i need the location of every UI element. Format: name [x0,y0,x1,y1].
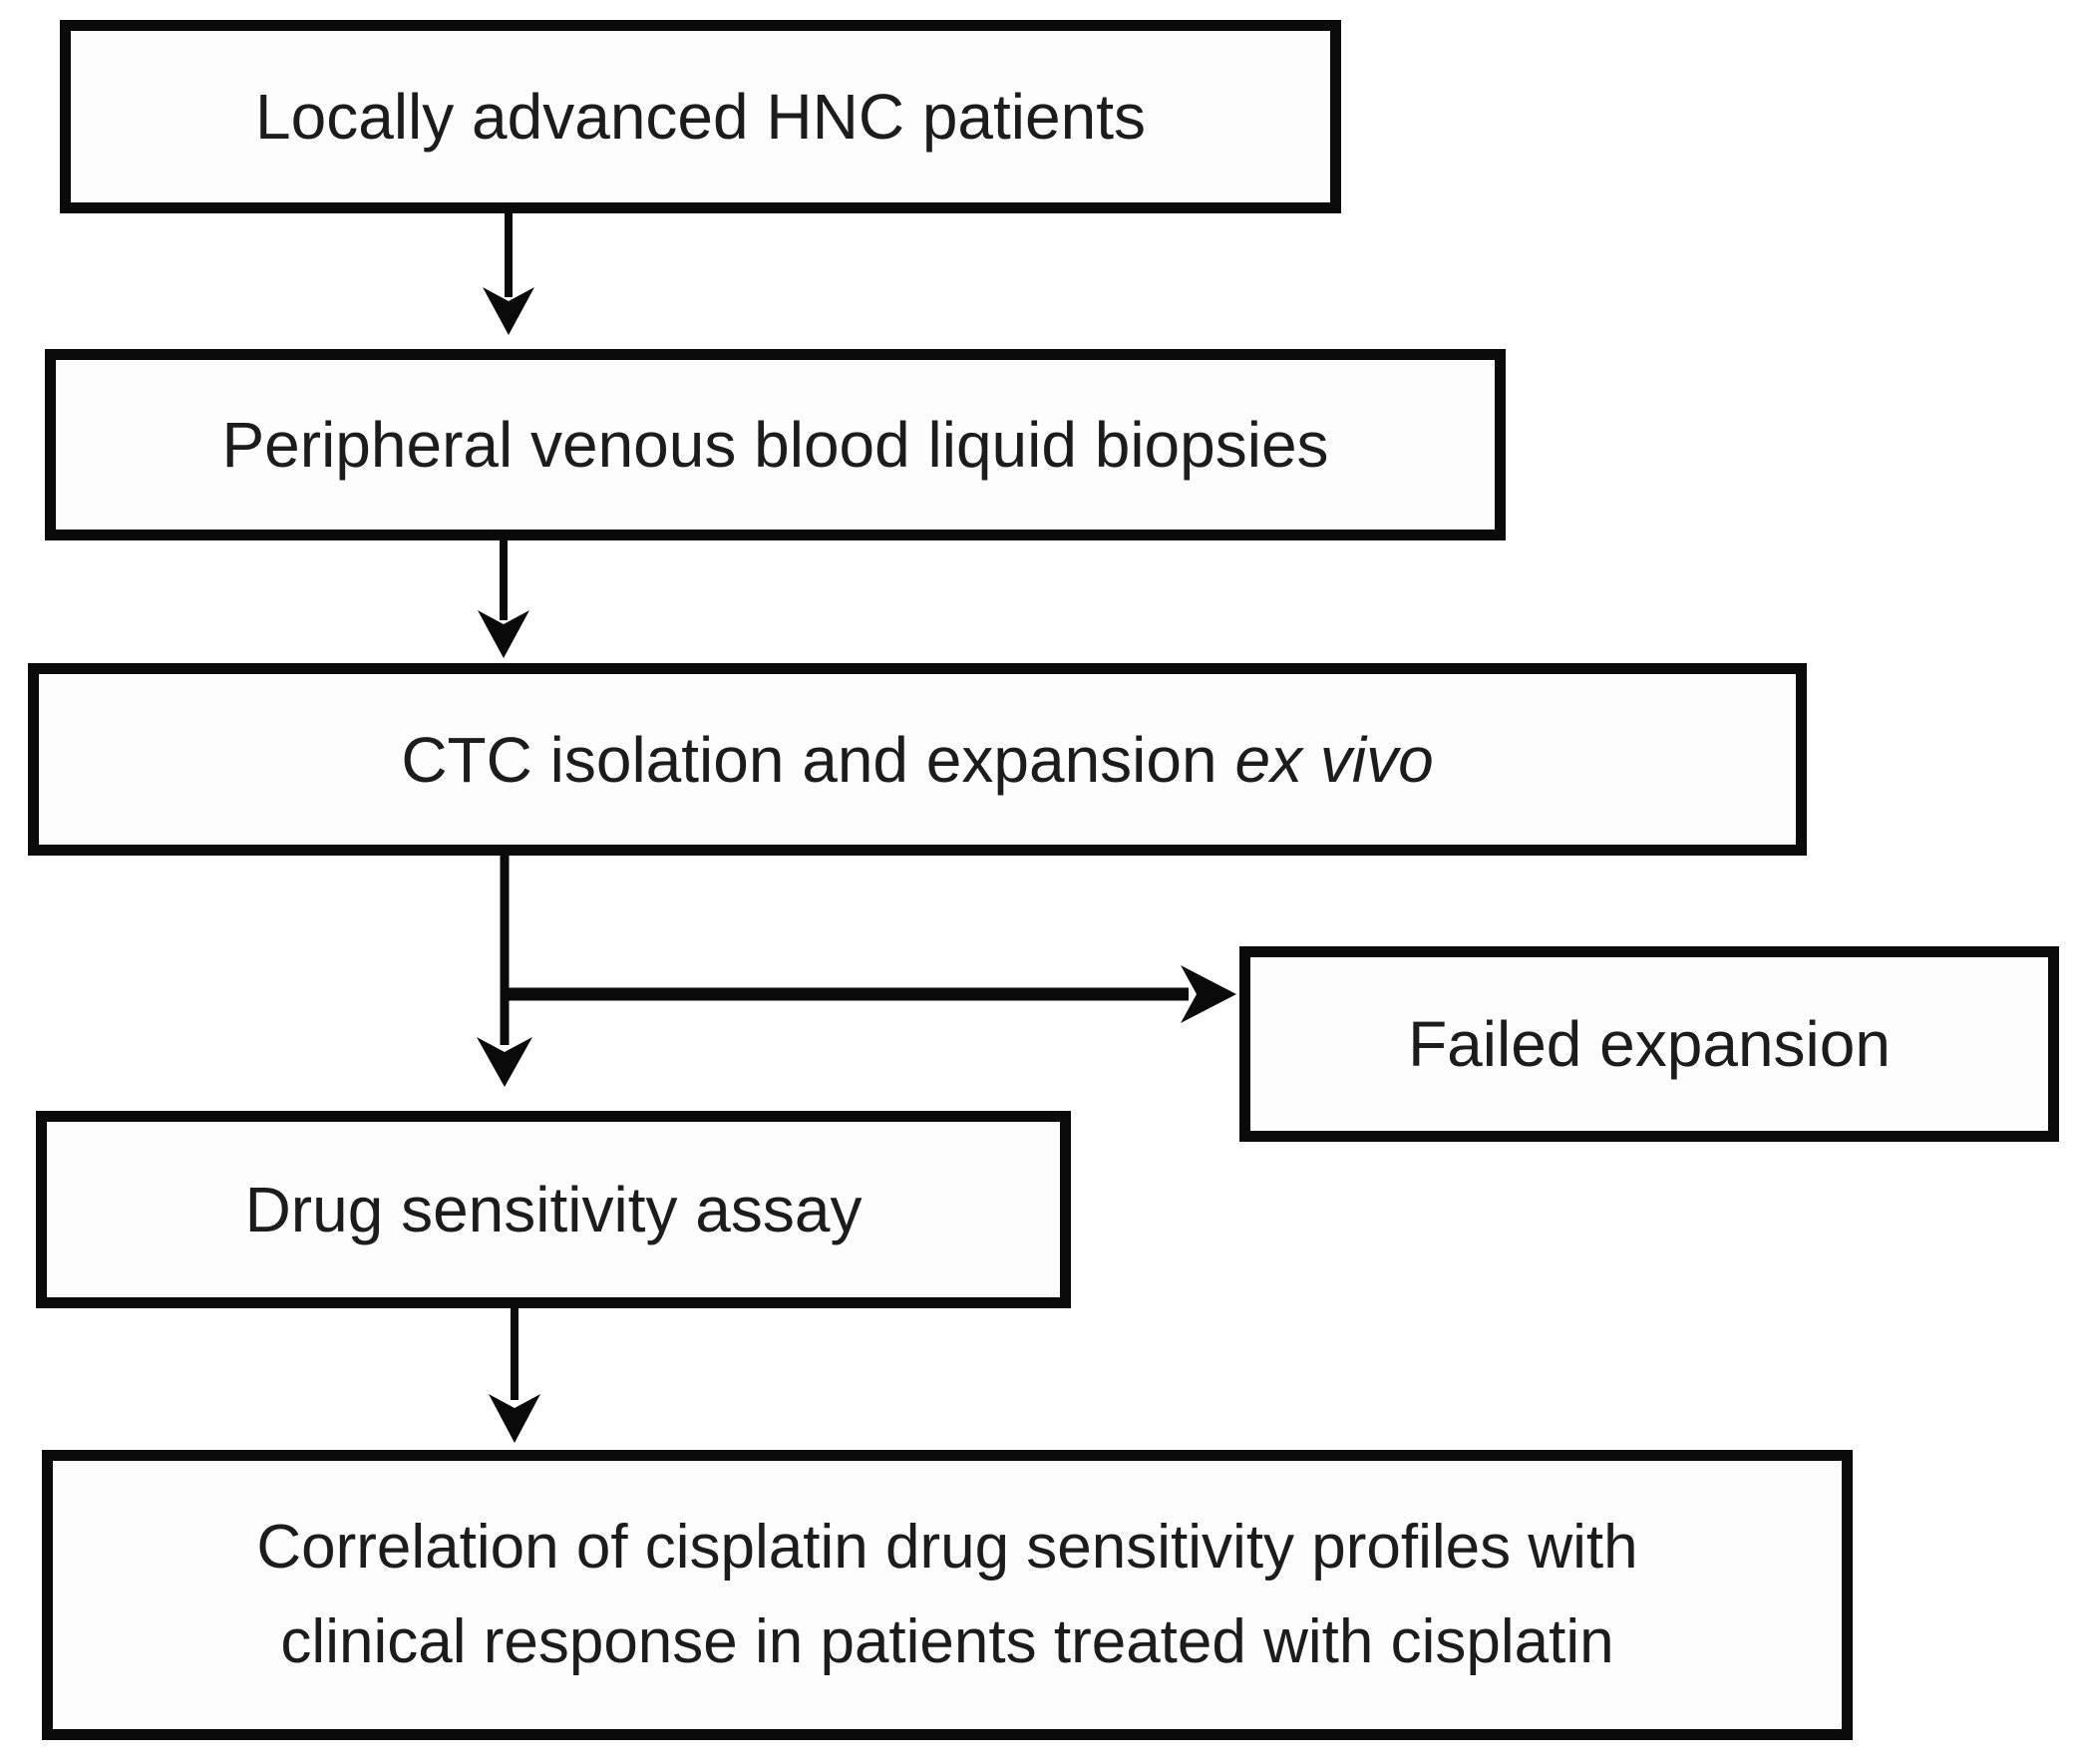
box-label: Peripheral venous blood liquid biopsies [221,409,1329,481]
box-label: Drug sensitivity assay [244,1174,863,1245]
arrow-down-icon [489,1308,540,1443]
flow-box-failed-expansion: Failed expansion [1239,946,2059,1142]
flow-box-ctc-isolation-expansion: CTC isolation and expansion ex vivo [28,663,1807,856]
box-label-line-1: Correlation of cisplatin drug sensitivit… [256,1513,1638,1583]
box-label-italic: ex vivo [1234,723,1434,796]
box-label: Failed expansion [1408,1008,1891,1080]
arrow-down-icon [478,540,529,658]
flow-box-drug-sensitivity-assay: Drug sensitivity assay [36,1111,1071,1308]
arrow-down-icon [483,213,534,335]
box-label: CTC isolation and expansion [401,723,1217,796]
arrow-down-icon [477,856,532,1087]
box-label: Locally advanced HNC patients [255,81,1146,153]
flow-box-hnc-patients: Locally advanced HNC patients [60,20,1341,213]
arrow-right-icon [501,965,1236,1023]
box-label-line-2: clinical response in patients treated wi… [280,1606,1614,1676]
flow-box-liquid-biopsies: Peripheral venous blood liquid biopsies [45,349,1506,540]
flow-box-correlation-clinical-response: Correlation of cisplatin drug sensitivit… [42,1450,1853,1740]
